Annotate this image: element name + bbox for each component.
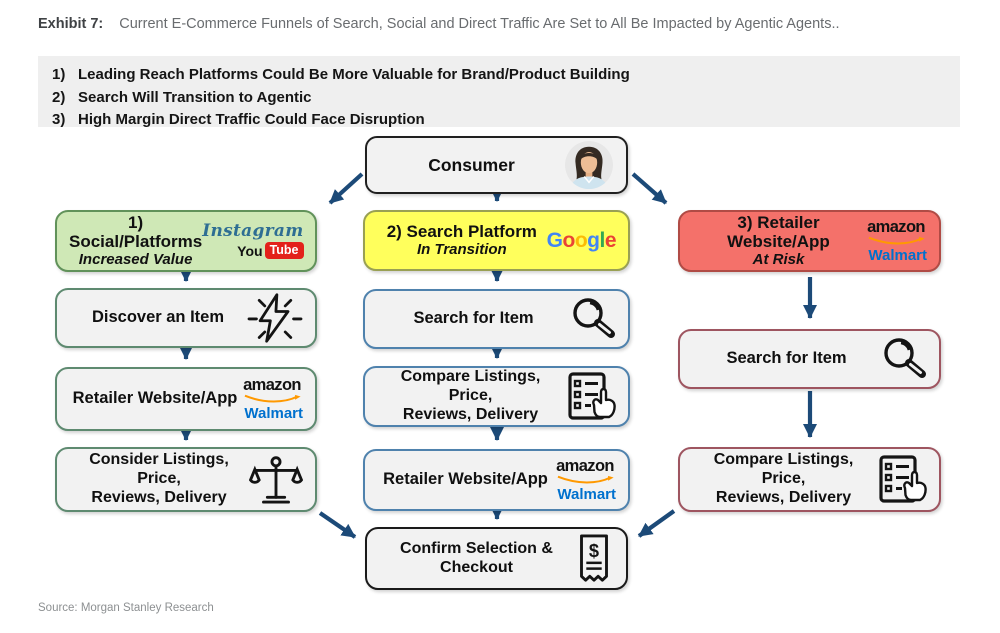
node-consider-listings: Consider Listings, Price, Reviews, Deliv… (55, 447, 317, 512)
magnifier-icon (570, 297, 616, 341)
checklist-hand-icon (564, 371, 616, 422)
key-point: 2) Search Will Transition to Agentic (52, 87, 946, 110)
key-points-box: 1) Leading Reach Platforms Could Be More… (38, 56, 960, 128)
key-point: 3) High Margin Direct Traffic Could Face… (52, 109, 946, 132)
arrow-consider-to-confirm (318, 511, 357, 539)
node-label: Search for Item (726, 349, 847, 368)
walmart-logo: Walmart (868, 246, 927, 264)
node-label: Discover an Item (91, 308, 225, 327)
node-confirm-checkout: Confirm Selection & Checkout $ (365, 527, 628, 590)
node-label: Retailer Website/App (72, 389, 238, 408)
figure-header: Exhibit 7: Current E-Commerce Funnels of … (38, 14, 962, 34)
key-point-number: 1) (52, 66, 66, 83)
figure-title: Current E-Commerce Funnels of Search, So… (119, 16, 840, 32)
node-label: Consumer (428, 154, 515, 175)
key-point-text: Search Will Transition to Agentic (78, 88, 312, 106)
svg-text:$: $ (589, 540, 599, 561)
key-point-number: 3) (52, 111, 66, 128)
node-consumer: Consumer (365, 136, 628, 194)
node-retailer-website-left: Retailer Website/App amazon Walmart (55, 367, 317, 431)
node-discover-item: Discover an Item (55, 288, 317, 348)
key-point-text: High Margin Direct Traffic Could Face Di… (78, 111, 425, 128)
amazon-logo: amazon (554, 458, 616, 484)
node-search-for-item-mid: Search for Item (363, 289, 630, 349)
node-retailer-website-mid: Retailer Website/App amazon Walmart (363, 449, 630, 511)
node-title: 2) Search Platform (386, 221, 537, 241)
amazon-logo: amazon (241, 377, 303, 403)
node-title: 1) Social/Platforms (69, 212, 203, 251)
receipt-icon: $ (574, 533, 614, 584)
node-search-for-item-right: Search for Item (678, 329, 941, 389)
node-label: Consider Listings, Price, Reviews, Deliv… (89, 451, 229, 506)
google-logo: Google (546, 229, 617, 252)
source-note: Source: Morgan Stanley Research (38, 602, 214, 614)
node-retailer-at-risk: 3) Retailer Website/App At Risk amazon W… (678, 210, 941, 272)
key-point-text: Leading Reach Platforms Could Be More Va… (78, 66, 630, 83)
node-search-platform: 2) Search Platform In Transition Google (363, 210, 630, 271)
node-compare-listings-mid: Compare Listings, Price, Reviews, Delive… (363, 366, 630, 427)
arrow-consumer-to-social (328, 172, 364, 205)
spark-bolt-icon (247, 292, 303, 344)
arrow-compareright-to-confirm (637, 509, 676, 538)
node-label: Retailer Website/App (383, 470, 548, 489)
node-title: 3) Retailer Website/App (727, 212, 830, 251)
node-label: Compare Listings, Price, Reviews, Delive… (400, 368, 541, 423)
walmart-logo: Walmart (557, 485, 616, 503)
instagram-logo: Instagram (202, 221, 304, 242)
magnifier-icon (881, 337, 927, 381)
amazon-logo: amazon (865, 219, 927, 245)
key-point-number: 2) (52, 88, 66, 106)
node-label: Confirm Selection & Checkout (400, 539, 553, 576)
exhibit-label: Exhibit 7: (38, 16, 104, 32)
node-label: Search for Item (413, 309, 534, 328)
arrow-consumer-to-retailer (631, 172, 668, 205)
walmart-logo: Walmart (244, 404, 303, 422)
node-subtitle: In Transition (416, 241, 507, 259)
balance-scale-icon (249, 455, 303, 505)
node-subtitle: At Risk (752, 251, 805, 269)
checklist-hand-icon (875, 454, 927, 505)
person-avatar-icon (564, 140, 614, 190)
node-compare-listings-right: Compare Listings, Price, Reviews, Delive… (678, 447, 941, 512)
node-social-platforms: 1) Social/Platforms Increased Value Inst… (55, 210, 317, 272)
youtube-logo: You Tube (237, 242, 304, 259)
node-label: Compare Listings, Price, Reviews, Delive… (713, 451, 854, 506)
node-subtitle: Increased Value (78, 251, 193, 269)
key-point: 1) Leading Reach Platforms Could Be More… (52, 64, 946, 87)
